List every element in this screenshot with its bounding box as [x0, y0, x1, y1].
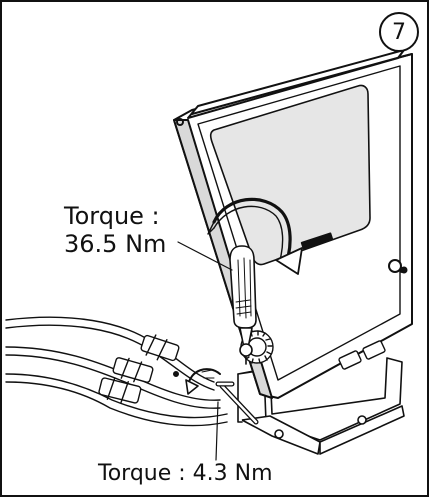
hex-key-icon — [185, 368, 259, 425]
rotation-arrow-icon — [207, 197, 303, 275]
step-number: 7 — [392, 19, 406, 45]
hex-key-torque-label: Torque : 4.3 Nm — [96, 461, 275, 487]
cable-glands — [338, 340, 386, 370]
mounting-bracket — [237, 357, 405, 455]
screwdriver-icon — [229, 245, 257, 365]
cable-connector-2 — [112, 357, 154, 383]
screwdriver-torque-caption: Torque : — [64, 202, 160, 230]
screwdriver-torque-value: 36.5 Nm — [64, 230, 167, 259]
screw-left — [173, 371, 179, 377]
leader-lines — [177, 241, 233, 461]
screwdriver-torque-label: Torque : 36.5 Nm — [64, 202, 167, 259]
screw-right — [400, 266, 408, 274]
step-number-badge: 7 — [379, 12, 419, 52]
cable-connector-1 — [140, 334, 180, 362]
cable-connector-3 — [98, 377, 142, 404]
